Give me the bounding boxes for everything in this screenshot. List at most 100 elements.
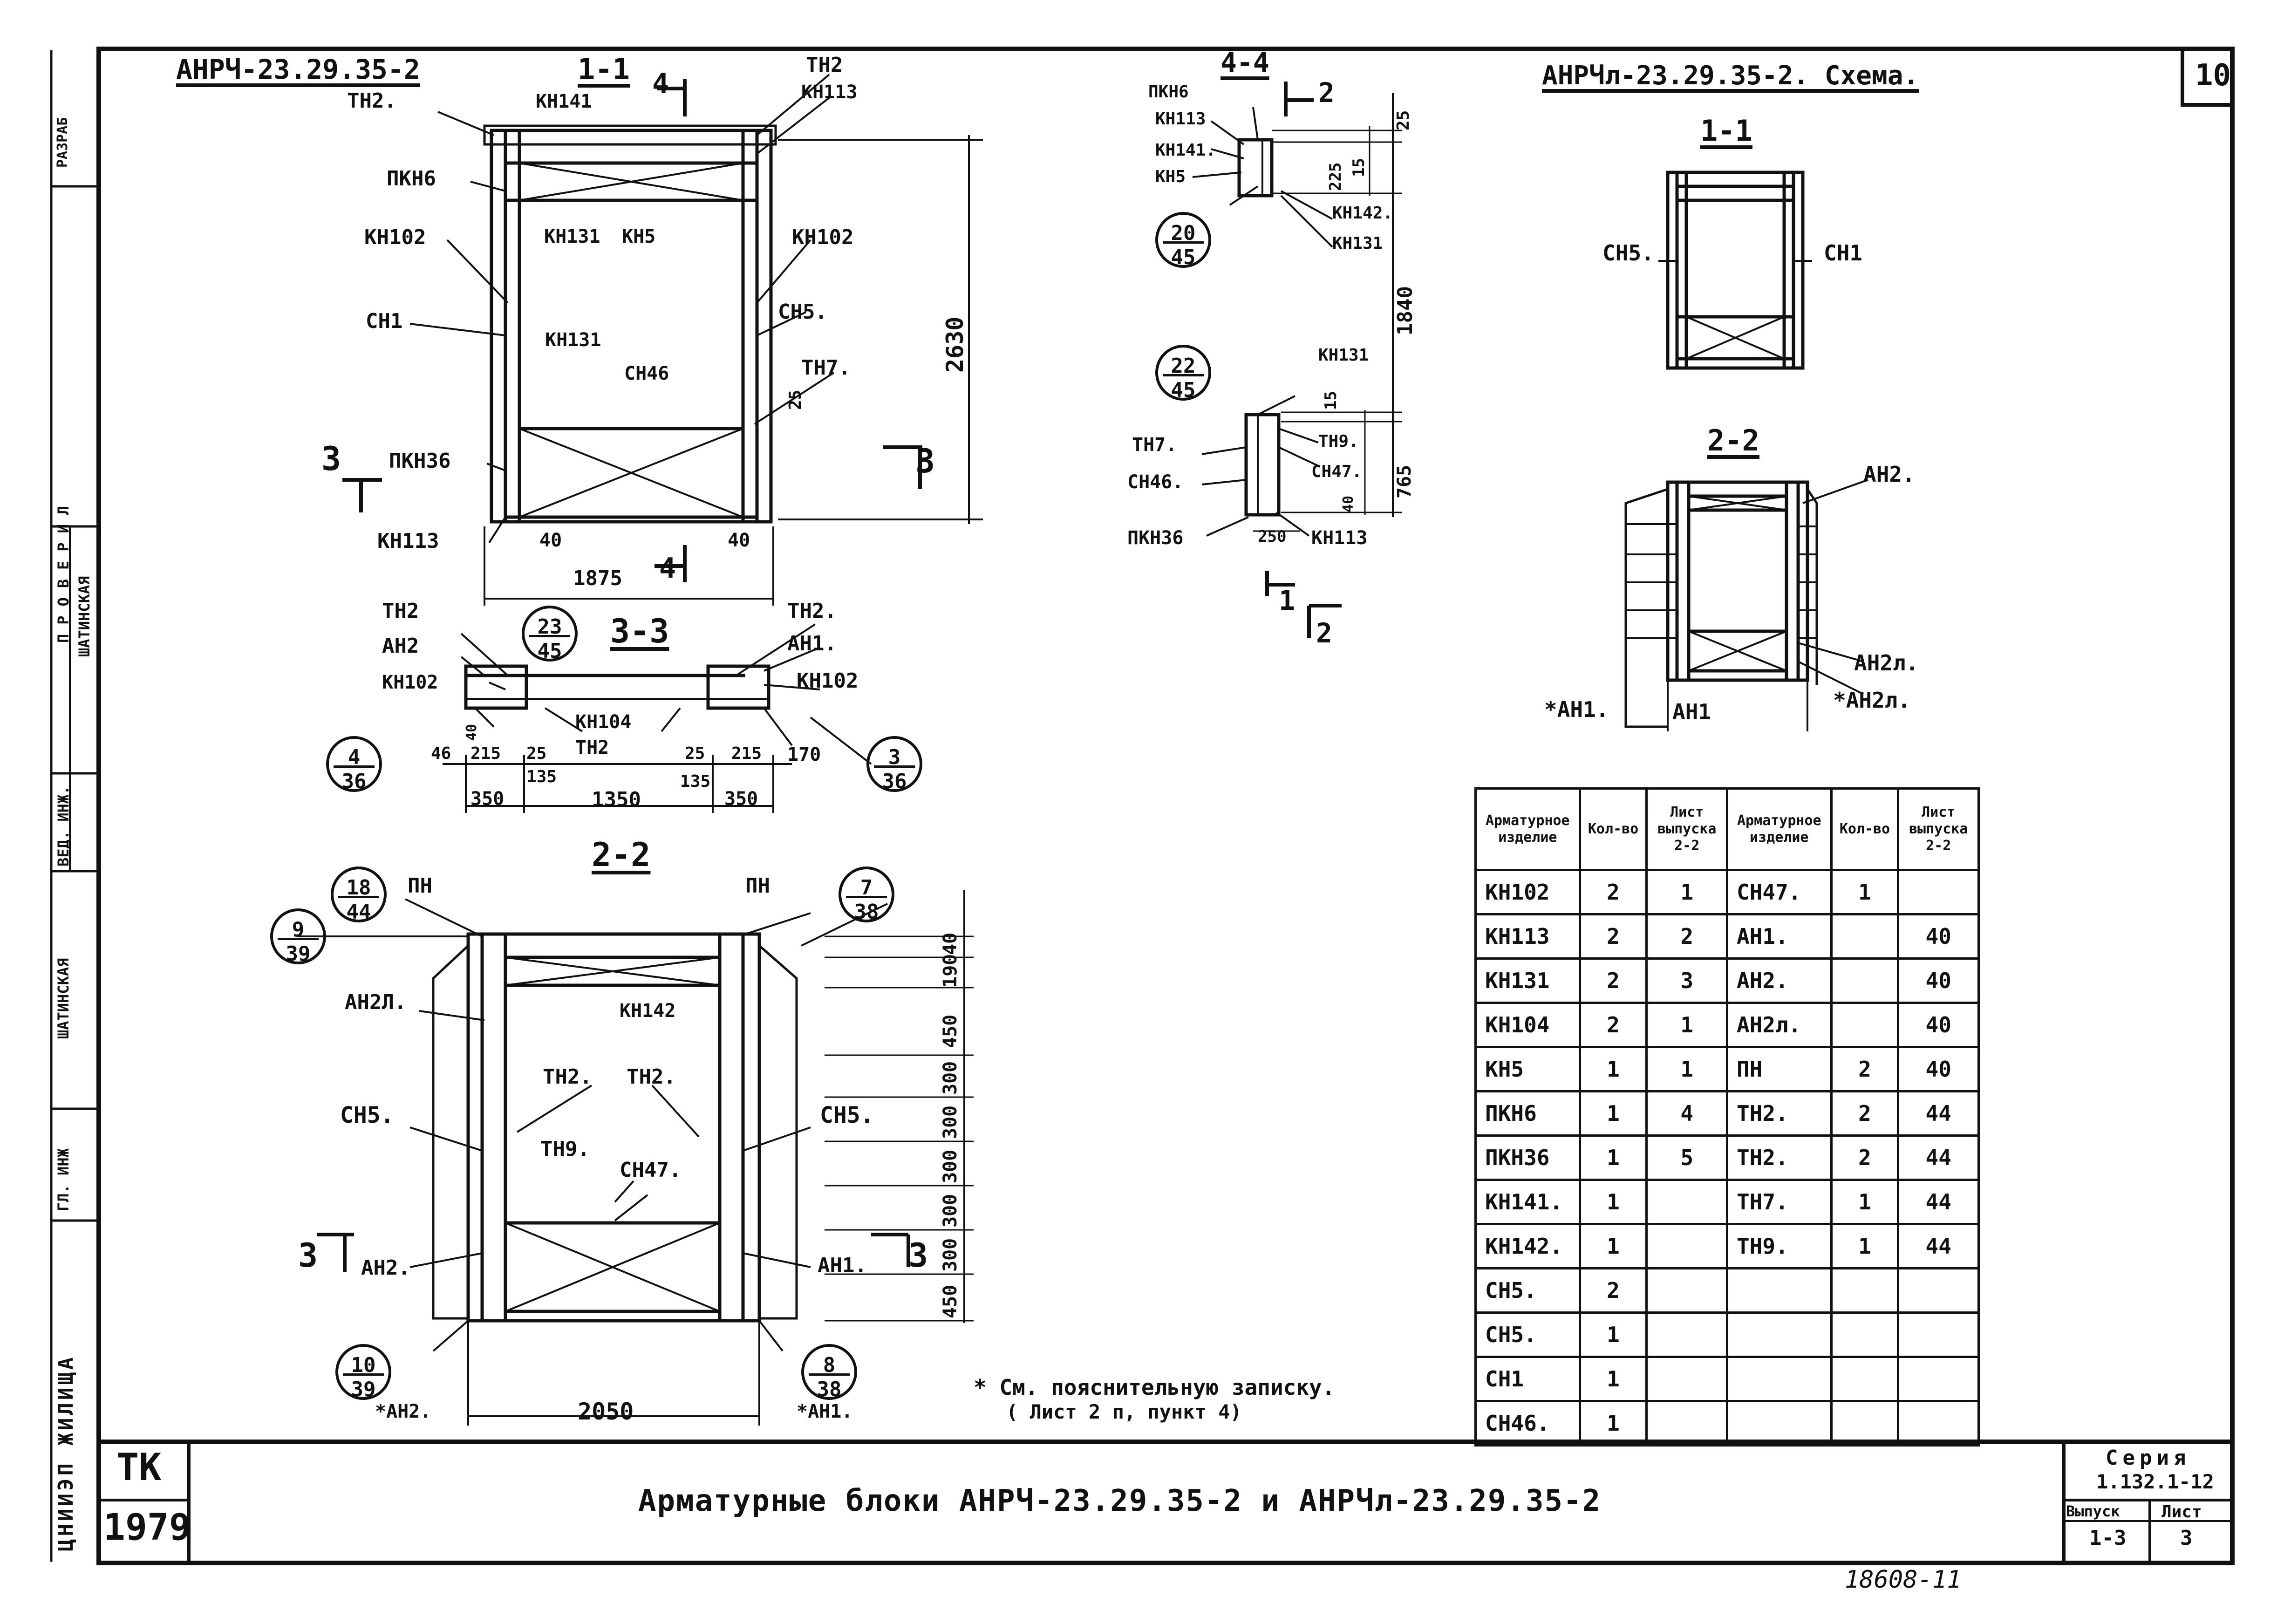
table-cell: 40	[1897, 1002, 1980, 1048]
label-an2-22: АН2.	[361, 1256, 410, 1280]
label-tn7: ТН7.	[801, 356, 851, 380]
table-cell: 2	[1830, 1090, 1900, 1137]
table-cell	[1830, 1400, 1900, 1447]
label-kn142-44: КН142.	[1332, 204, 1393, 223]
cut-3-left: 3	[321, 440, 341, 478]
label-kn102-right: КН102	[792, 225, 854, 249]
table-cell	[1725, 1400, 1833, 1447]
table-cell: 2	[1645, 913, 1728, 960]
table-cell	[1830, 1311, 1900, 1358]
dim-33-46: 46	[431, 744, 451, 763]
dim-44-1840: 1840	[1393, 286, 1417, 335]
table-cell	[1645, 1356, 1728, 1402]
table-cell: 1	[1645, 869, 1728, 915]
label-pkn36: ПКН36	[389, 449, 451, 473]
table-cell: 44	[1897, 1134, 1980, 1181]
cut-44-2-top: 2	[1318, 77, 1335, 109]
label-tn2-22-a: ТН2.	[543, 1065, 592, 1089]
table-cell	[1897, 1356, 1980, 1402]
dim-40-left: 40	[539, 530, 562, 551]
label-an2-star: *АН2.	[375, 1401, 431, 1422]
dim-33-350-right: 350	[724, 788, 758, 810]
label-an2l: АН2Л.	[345, 990, 407, 1014]
label-kn141: КН141	[536, 91, 592, 112]
block1-title: АНРЧ-23.29.35-2	[176, 54, 420, 85]
dim-33-170: 170	[787, 744, 821, 765]
dim-22-300-b: 300	[940, 1105, 961, 1139]
dim-33-215-right: 215	[731, 744, 762, 763]
table-row: СН46.1	[1474, 1400, 1980, 1447]
label-kn131-44-b: КН131	[1318, 346, 1369, 365]
series-value: 1.132.1-12	[2096, 1470, 2214, 1493]
label-an1-33: АН1.	[787, 632, 837, 655]
label-kn142: КН142	[620, 1000, 676, 1022]
table-cell: КН141.	[1474, 1179, 1581, 1225]
scheme-22-title: 2-2	[1707, 423, 1759, 457]
label-pkn6: ПКН6	[387, 167, 436, 191]
table-cell: 4	[1645, 1090, 1728, 1137]
strip-label-ved-inzh: ВЕД. ИНЖ.	[55, 785, 72, 867]
table-cell	[1645, 1267, 1728, 1314]
table-cell	[1725, 1311, 1833, 1358]
label-kn131-44-a: КН131	[1332, 234, 1383, 253]
scheme-11-title: 1-1	[1700, 114, 1752, 148]
label-tn2-right: ТН2	[806, 53, 843, 77]
dim-33-1350: 1350	[592, 788, 641, 812]
table-cell	[1897, 1311, 1980, 1358]
table-header-row: Арматурное изделие Кол-во Лист выпуска 2…	[1474, 787, 1980, 871]
dim-25: 25	[786, 389, 805, 410]
dim-33-40: 40	[464, 723, 480, 741]
issue-value: 1-3	[2089, 1526, 2127, 1550]
table-cell: 2	[1578, 1002, 1648, 1048]
label-pkn36-44: ПКН36	[1127, 527, 1184, 549]
strip-label-shatinskaya-2: ШАТИНСКАЯ	[55, 958, 72, 1039]
label-scheme-an2: АН2.	[1863, 462, 1915, 487]
table-cell: ПКН6	[1474, 1090, 1581, 1137]
series-label: Серия	[2106, 1446, 2191, 1470]
label-pkn6-44: ПКН6	[1148, 82, 1189, 102]
table-cell: АН1.	[1725, 913, 1833, 960]
cut-4-top: 4	[652, 68, 669, 100]
label-tn2-33-mid: ТН2	[575, 737, 609, 758]
table-cell: 1	[1830, 1179, 1900, 1225]
table-header: Кол-во	[1578, 787, 1648, 871]
table-cell: 1	[1645, 1046, 1728, 1092]
label-kn5-44: КН5	[1155, 167, 1186, 186]
table-cell	[1645, 1311, 1728, 1358]
label-tn2-33-left: ТН2	[382, 599, 419, 623]
dim-44-15-b: 15	[1322, 391, 1340, 410]
label-cn46-44: СН46.	[1127, 471, 1184, 493]
label-cn5: СН5.	[778, 300, 827, 324]
sheet-frame	[96, 47, 2235, 1565]
table-cell: 1	[1578, 1356, 1648, 1402]
table-cell	[1725, 1356, 1833, 1402]
dim-44-25: 25	[1394, 110, 1413, 130]
label-scheme-an1-star: *АН1.	[1544, 697, 1609, 722]
label-kn131-b: КН131	[545, 329, 601, 351]
table-cell: 1	[1578, 1223, 1648, 1269]
label-pn-left: ПН	[408, 874, 432, 898]
table-header: Кол-во	[1830, 787, 1900, 871]
label-an2-33: АН2	[382, 634, 419, 658]
cut-22-3-left: 3	[298, 1236, 318, 1275]
table-cell: КН142.	[1474, 1223, 1581, 1269]
table-cell: СН5.	[1474, 1267, 1581, 1314]
table-cell: КН102	[1474, 869, 1581, 915]
table-cell: СН5.	[1474, 1311, 1581, 1358]
table-cell: 44	[1897, 1090, 1980, 1137]
table-cell: 40	[1897, 957, 1980, 1004]
table-cell: 2	[1830, 1046, 1900, 1092]
table-cell	[1725, 1267, 1833, 1314]
